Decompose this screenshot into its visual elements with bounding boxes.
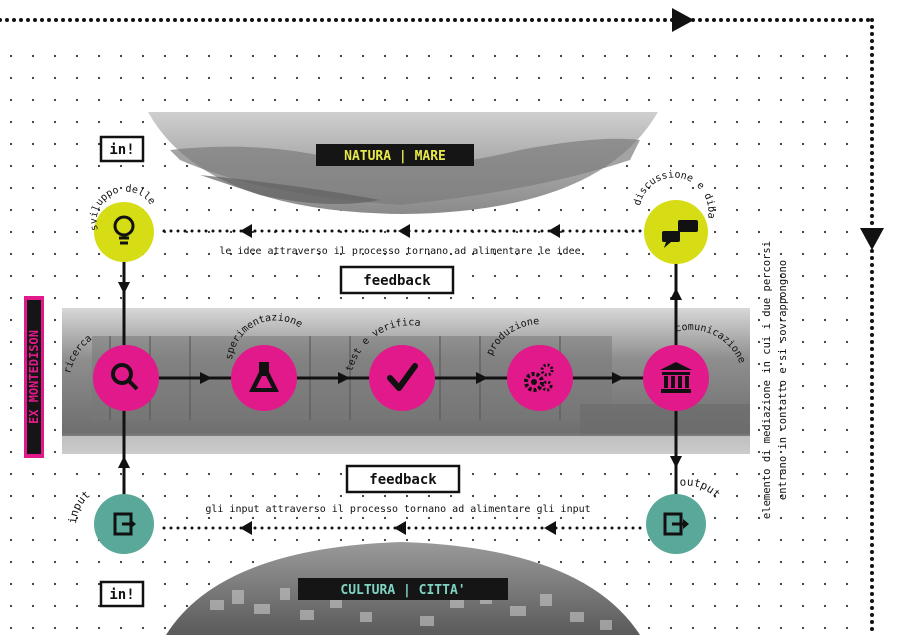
lightbulb-icon [113,215,135,245]
region-label-bottom-box [298,578,508,600]
login-icon [113,512,136,536]
input-feedback-loop: gli input attraverso il processo tornano… [158,504,642,535]
region-label-bottom: CULTURA | CITTA' [340,583,465,598]
svg-text:in!: in! [109,142,134,158]
region-label-top-box [316,144,474,166]
side-note: elemento di mediazione in cui i due perc… [761,241,789,519]
arrow-down-icon [860,228,884,250]
logout-icon [663,512,689,536]
flask-icon [249,362,279,392]
feedback-badge-bottom: feedback [345,464,461,494]
node-output: output [646,475,723,554]
idea-feedback-loop: le idee attraverso il processo tornano a… [158,224,642,257]
gears-icon [524,363,554,392]
outer-loop-line [0,8,884,635]
speech-bubbles-icon [662,220,698,248]
idea-loop-caption: le idee attraverso il processo tornano a… [219,246,580,257]
in-badge-bottom: in! [99,580,145,608]
region-label-top: NATURA | MARE [344,149,446,164]
top-landscape-photo: NATURA | MARE [148,112,658,214]
in-badge-top: in! [99,135,145,163]
svg-text:feedback: feedback [369,472,437,488]
magnifier-icon [111,363,139,391]
bottom-city-photo: CULTURA | CITTA' [166,542,640,635]
svg-text:in!: in! [109,587,134,603]
site-title-vertical: EX MONTEDISON [24,296,44,458]
input-loop-caption: gli input attraverso il processo tornano… [205,504,590,515]
svg-text:feedback: feedback [363,273,431,289]
side-note-line2: entrano in contatto e si sovrappongono [777,260,789,500]
institution-icon [660,362,692,393]
node-comunicazione: comunicazione [643,322,747,411]
arrow-right-icon [672,8,694,32]
side-note-line1: elemento di mediazione in cui i due perc… [761,241,773,519]
check-icon [387,363,418,391]
feedback-badge-top: feedback [339,265,455,295]
process-connectors [118,262,682,498]
site-title-text: EX MONTEDISON [27,330,41,424]
